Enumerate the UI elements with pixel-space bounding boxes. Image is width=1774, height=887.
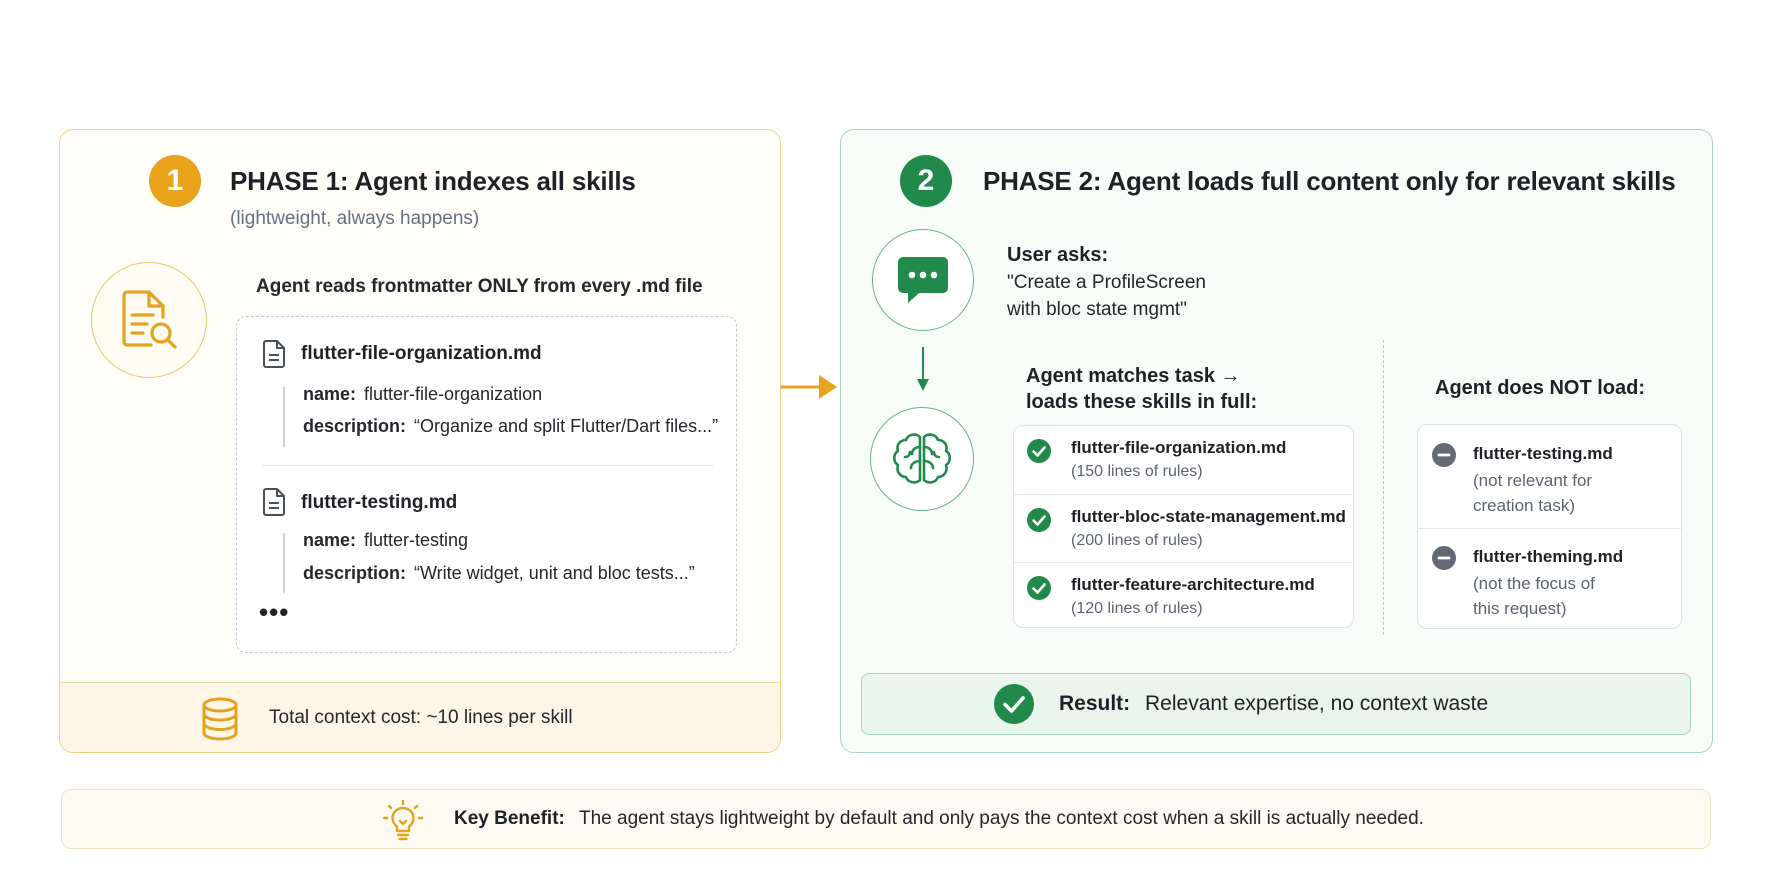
more-files-ellipsis: ••• bbox=[259, 597, 290, 627]
key-benefit-bar: Key Benefit: The agent stays lightweight… bbox=[61, 789, 1711, 849]
loaded-skill-row: flutter-feature-architecture.md (120 lin… bbox=[1014, 562, 1353, 627]
minus-circle-icon bbox=[1432, 546, 1456, 570]
phase1-number-badge: 1 bbox=[149, 155, 201, 207]
loaded-skill-detail: (150 lines of rules) bbox=[1071, 463, 1203, 480]
not-loaded-skill-reason-line1: (not relevant for bbox=[1473, 471, 1593, 490]
not-loaded-skill-reason-line1: (not the focus of bbox=[1473, 574, 1595, 593]
result-bar: Result: Relevant expertise, no context w… bbox=[861, 673, 1691, 735]
lightbulb-icon bbox=[382, 799, 424, 841]
file-item-name: flutter-testing.md bbox=[301, 492, 458, 513]
frontmatter-description-value: “Write widget, unit and bloc tests...” bbox=[414, 563, 695, 583]
check-circle-icon bbox=[1027, 439, 1051, 463]
loaded-skill-name: flutter-feature-architecture.md bbox=[1071, 575, 1315, 594]
check-circle-icon bbox=[1027, 576, 1051, 600]
key-benefit-label: Key Benefit: bbox=[454, 808, 565, 829]
brain-icon-circle bbox=[870, 407, 974, 511]
column-divider bbox=[1383, 340, 1384, 635]
result-label: Result: bbox=[1059, 692, 1131, 715]
not-loaded-skills-card: flutter-testing.md (not relevant for cre… bbox=[1417, 424, 1682, 629]
down-arrow-icon bbox=[917, 347, 929, 391]
frontmatter-indent-bar bbox=[283, 387, 285, 447]
phase2-title: PHASE 2: Agent loads full content only f… bbox=[983, 166, 1676, 196]
phase1-cost-footer: Total context cost: ~10 lines per skill bbox=[60, 682, 780, 752]
key-benefit-text: The agent stays lightweight by default a… bbox=[579, 808, 1424, 829]
not-loaded-skill-row: flutter-testing.md (not relevant for cre… bbox=[1418, 425, 1681, 528]
file-icon bbox=[263, 488, 285, 516]
not-loaded-skill-row: flutter-theming.md (not the focus of thi… bbox=[1418, 528, 1681, 628]
frontmatter-name-line: name: flutter-testing bbox=[303, 530, 468, 551]
phase-transition-arrow-icon bbox=[781, 375, 837, 399]
document-search-icon-circle bbox=[91, 262, 207, 378]
loaded-skill-name: flutter-file-organization.md bbox=[1071, 438, 1287, 457]
not-loaded-skill-name: flutter-theming.md bbox=[1473, 547, 1624, 566]
phase2-number: 2 bbox=[917, 164, 935, 197]
check-circle-icon bbox=[994, 684, 1034, 724]
frontmatter-indent-bar bbox=[283, 533, 285, 593]
phase1-title: PHASE 1: Agent indexes all skills bbox=[230, 166, 636, 196]
total-context-cost: Total context cost: ~10 lines per skill bbox=[269, 707, 573, 728]
chat-bubble-icon bbox=[898, 257, 948, 303]
user-request-line1: "Create a ProfileScreen bbox=[1007, 272, 1206, 293]
user-asks-label: User asks: bbox=[1007, 244, 1109, 266]
document-search-icon bbox=[122, 290, 177, 349]
database-icon bbox=[202, 697, 238, 741]
not-loaded-skill-name: flutter-testing.md bbox=[1473, 444, 1613, 463]
phase2-panel: 2 PHASE 2: Agent loads full content only… bbox=[840, 129, 1713, 753]
frontmatter-description-label: description: bbox=[303, 416, 407, 436]
not-loaded-skill-reason-line2: creation task) bbox=[1473, 496, 1576, 515]
result-text: Relevant expertise, no context waste bbox=[1145, 692, 1489, 715]
phase1-panel: 1 PHASE 1: Agent indexes all skills (lig… bbox=[59, 129, 781, 753]
file-icon bbox=[263, 340, 285, 368]
loaded-skill-row: flutter-file-organization.md (150 lines … bbox=[1014, 426, 1353, 494]
frontmatter-description-line: description: “Write widget, unit and bloc… bbox=[303, 563, 695, 584]
file-separator bbox=[262, 465, 713, 466]
phase2-number-badge: 2 bbox=[900, 155, 952, 207]
frontmatter-name-label: name: bbox=[303, 530, 357, 550]
loaded-skill-detail: (200 lines of rules) bbox=[1071, 532, 1203, 549]
brain-icon bbox=[892, 433, 952, 484]
frontmatter-name-line: name: flutter-file-organization bbox=[303, 384, 542, 405]
phase1-subtitle: (lightweight, always happens) bbox=[230, 208, 480, 229]
not-loaded-caption: Agent does NOT load: bbox=[1435, 377, 1645, 399]
chat-icon-circle bbox=[872, 229, 974, 331]
frontmatter-description-line: description: “Organize and split Flutter/… bbox=[303, 416, 718, 437]
loaded-skills-card: flutter-file-organization.md (150 lines … bbox=[1013, 425, 1354, 628]
phase1-number: 1 bbox=[166, 164, 184, 197]
loaded-skill-detail: (120 lines of rules) bbox=[1071, 600, 1203, 617]
frontmatter-name-value: flutter-file-organization bbox=[364, 384, 543, 404]
minus-circle-icon bbox=[1432, 443, 1456, 467]
loaded-skill-row: flutter-bloc-state-management.md (200 li… bbox=[1014, 494, 1353, 562]
frontmatter-description-label: description: bbox=[303, 563, 407, 583]
phase1-caption: Agent reads frontmatter ONLY from every … bbox=[256, 276, 703, 297]
not-loaded-skill-reason-line2: this request) bbox=[1473, 599, 1567, 618]
check-circle-icon bbox=[1027, 508, 1051, 532]
user-request-line2: with bloc state mgmt" bbox=[1007, 299, 1187, 320]
match-caption-line1: Agent matches task → bbox=[1026, 365, 1241, 387]
loaded-skill-name: flutter-bloc-state-management.md bbox=[1071, 507, 1346, 526]
file-item-name: flutter-file-organization.md bbox=[301, 343, 542, 364]
match-caption-line2: loads these skills in full: bbox=[1026, 391, 1258, 413]
frontmatter-file-list: flutter-file-organization.md name: flutte… bbox=[236, 316, 737, 653]
frontmatter-name-value: flutter-testing bbox=[364, 530, 469, 550]
frontmatter-name-label: name: bbox=[303, 384, 357, 404]
frontmatter-description-value: “Organize and split Flutter/Dart files..… bbox=[414, 416, 719, 436]
